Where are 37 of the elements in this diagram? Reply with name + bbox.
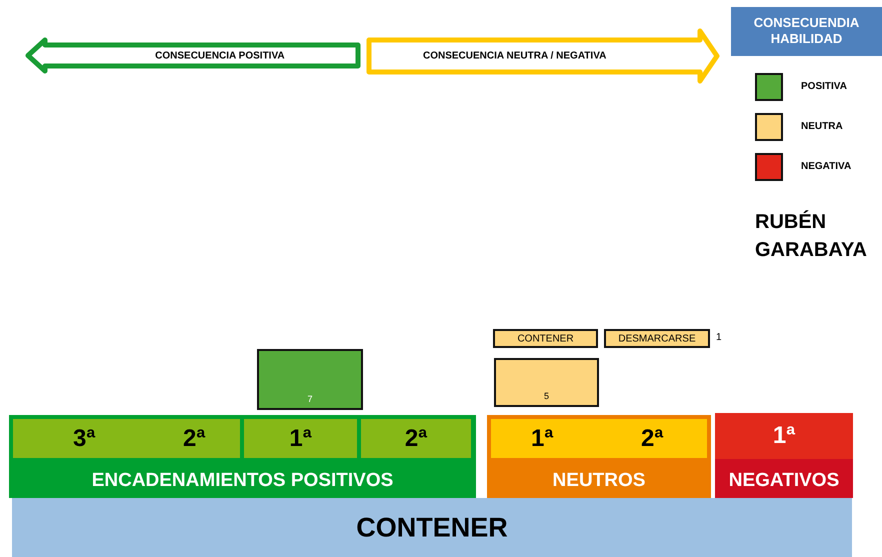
rank-cell — [361, 419, 471, 458]
box-label: CONTENER — [356, 512, 508, 543]
box-label: DESMARCARSE — [618, 333, 696, 344]
category-label: NEGATIVOS — [728, 470, 840, 492]
rank-cell — [715, 413, 853, 459]
rank-cell — [491, 419, 707, 458]
base-bar — [12, 498, 852, 557]
box-label: 7 — [308, 394, 312, 404]
rank-cell — [244, 419, 357, 458]
rank-label: 3ª — [73, 424, 96, 452]
process-box — [257, 349, 363, 410]
legend-label: POSITIVA — [801, 81, 847, 92]
process-box — [494, 358, 599, 407]
process-box — [493, 329, 598, 348]
category-label: NEUTROS — [552, 470, 646, 492]
side-note: 1 — [716, 332, 722, 343]
category-panel — [487, 415, 711, 498]
category-panel — [715, 413, 853, 498]
legend-label: NEUTRA — [801, 121, 843, 132]
rank-label: 1ª — [531, 424, 554, 452]
process-box — [604, 329, 710, 348]
box-label: CONTENER — [517, 333, 574, 344]
box-label: CONSECUENDIA HABILIDAD — [752, 14, 860, 48]
legend-label: NEGATIVA — [801, 161, 852, 172]
category-panel — [9, 415, 476, 498]
box-label: 5 — [544, 391, 549, 401]
rank-cell — [13, 419, 240, 458]
rank-label: 2ª — [183, 424, 206, 452]
rank-label: 1ª — [772, 422, 796, 450]
header-box — [731, 7, 882, 56]
rank-label: 2ª — [641, 424, 664, 452]
box-label: CONSECUENCIA POSITIVA — [155, 50, 285, 61]
category-label: ENCADENAMIENTOS POSITIVOS — [92, 470, 394, 492]
rank-label: 2ª — [404, 424, 428, 452]
rank-label: 1ª — [289, 424, 312, 452]
author-name: RUBÉN GARABAYA — [755, 209, 865, 263]
box-label: CONSECUENCIA NEUTRA / NEGATIVA — [423, 50, 606, 62]
